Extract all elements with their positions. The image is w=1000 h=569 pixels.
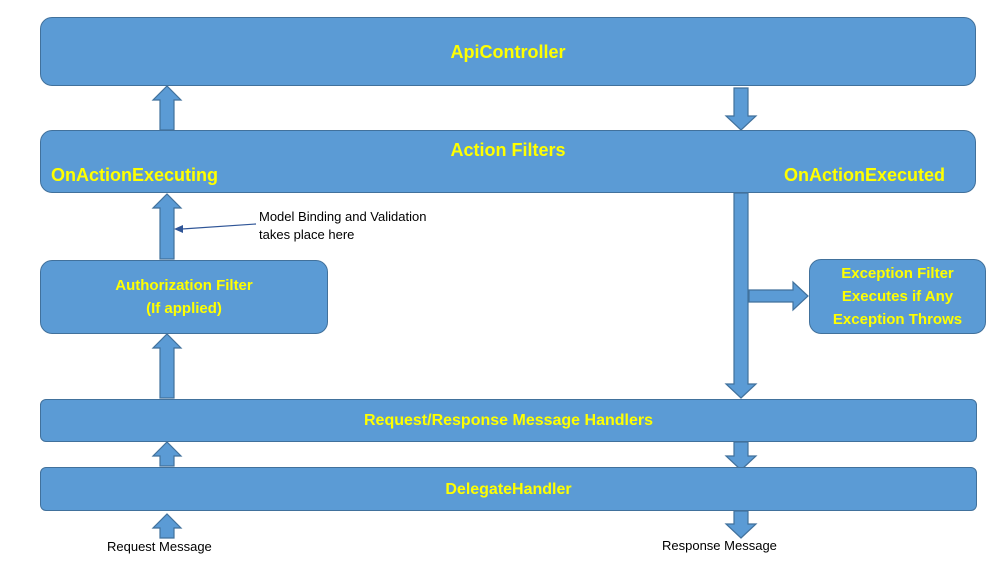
authorization-filter-box: Authorization Filter (If applied) <box>40 260 328 334</box>
arrow-up-request-message <box>151 513 183 539</box>
exception-filter-line2: Executes if Any <box>841 288 954 305</box>
arrow-up-to-message-handlers <box>151 441 183 467</box>
on-action-executed-label: OnActionExecuted <box>783 165 945 185</box>
exception-filter-line3: Exception Throws <box>832 311 963 328</box>
arrow-down-to-action-filters <box>724 87 758 131</box>
on-action-executing-label: OnActionExecuting <box>51 165 219 185</box>
request-message-label: Request Message <box>107 539 212 554</box>
delegate-handler-label: DelegateHandler <box>445 481 572 498</box>
response-message-label: Response Message <box>662 538 777 553</box>
action-filters-title: Action Filters <box>450 140 566 160</box>
arrow-down-to-delegate-handler <box>724 441 758 471</box>
api-controller-label: ApiController <box>450 42 566 62</box>
arrow-up-to-action-filters <box>151 193 183 260</box>
arrow-down-response-message <box>724 510 758 539</box>
api-controller-box: ApiController <box>40 17 976 86</box>
exception-filter-line1: Exception Filter <box>841 265 954 282</box>
delegate-handler-box: DelegateHandler <box>40 467 977 511</box>
model-binding-note-line2: takes place here <box>259 227 355 242</box>
exception-filter-box: Exception Filter Executes if Any Excepti… <box>809 259 986 334</box>
arrow-right-to-exception-filter <box>748 280 809 312</box>
message-handlers-box: Request/Response Message Handlers <box>40 399 977 442</box>
arrow-up-to-authorization <box>151 333 183 399</box>
model-binding-pointer-line <box>181 223 257 230</box>
authorization-filter-line1: Authorization Filter <box>115 277 253 294</box>
arrow-up-to-api-controller <box>151 85 183 131</box>
arrow-down-to-message-handlers <box>724 192 758 399</box>
message-handlers-label: Request/Response Message Handlers <box>364 412 653 429</box>
action-filters-box: Action Filters OnActionExecuting OnActio… <box>40 130 976 193</box>
model-binding-pointer-head <box>174 225 183 233</box>
authorization-filter-line2: (If applied) <box>146 300 222 317</box>
model-binding-note-line1: Model Binding and Validation <box>259 209 427 224</box>
